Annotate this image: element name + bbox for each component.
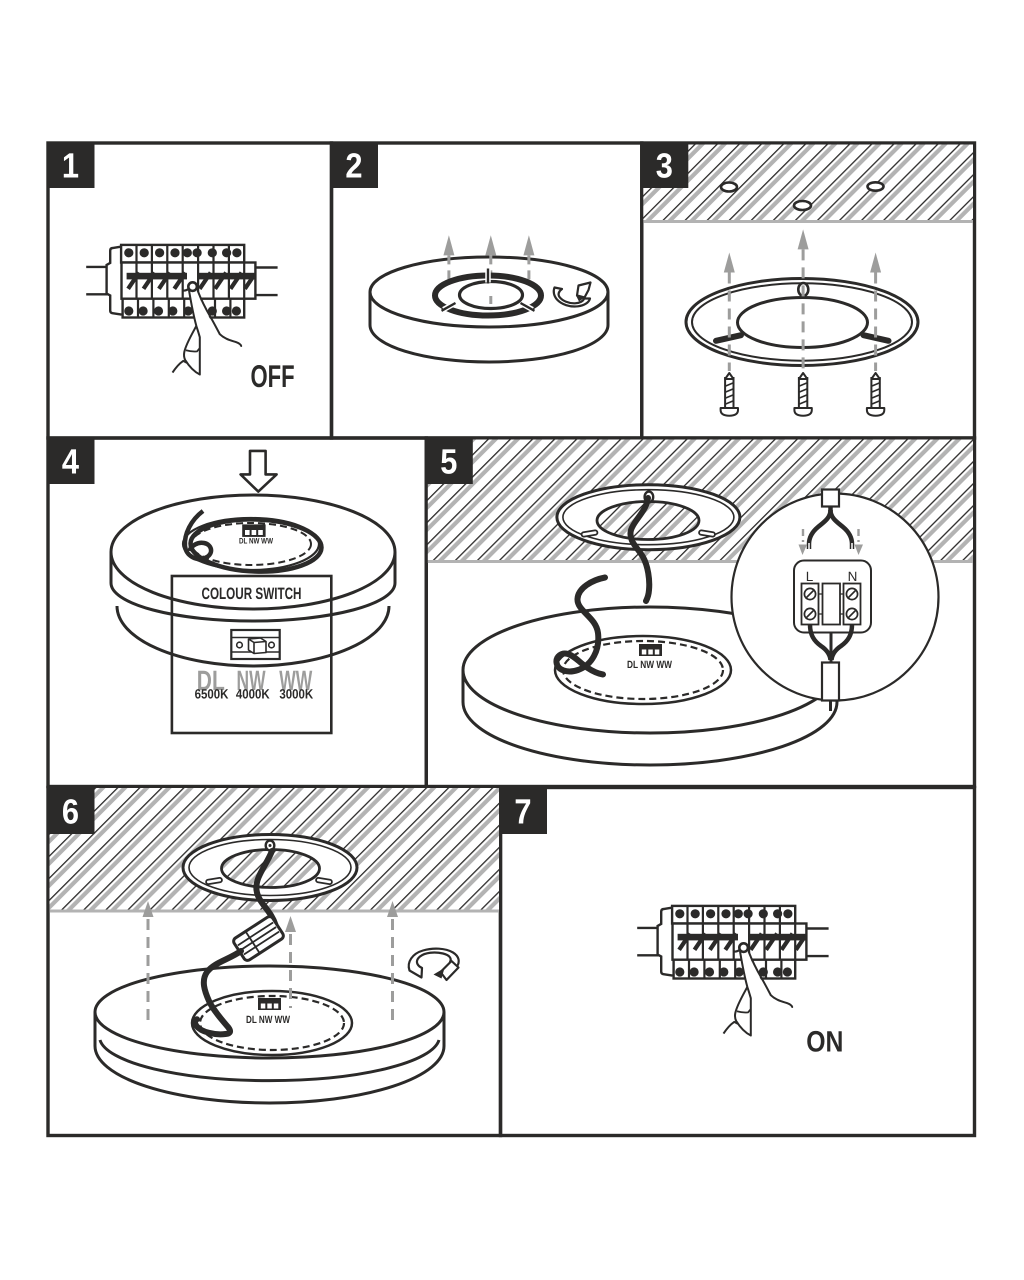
svg-text:6: 6 bbox=[62, 793, 79, 832]
svg-text:ON: ON bbox=[806, 1026, 843, 1059]
svg-text:7: 7 bbox=[514, 793, 531, 832]
svg-text:WW: WW bbox=[279, 665, 312, 696]
svg-text:4: 4 bbox=[62, 443, 80, 482]
svg-text:DL: DL bbox=[197, 665, 225, 696]
svg-text:NW: NW bbox=[237, 665, 266, 696]
svg-text:1: 1 bbox=[62, 147, 79, 186]
svg-text:DL NW WW: DL NW WW bbox=[246, 1014, 290, 1026]
svg-text:DL NW WW: DL NW WW bbox=[239, 537, 273, 546]
svg-text:L: L bbox=[806, 569, 814, 584]
svg-text:N: N bbox=[848, 569, 858, 584]
svg-text:3000K: 3000K bbox=[279, 687, 313, 702]
svg-text:COLOUR SWITCH: COLOUR SWITCH bbox=[202, 585, 302, 603]
svg-text:4000K: 4000K bbox=[236, 687, 270, 702]
svg-text:3: 3 bbox=[656, 147, 673, 186]
svg-text:5: 5 bbox=[440, 443, 457, 482]
svg-text:DL NW WW: DL NW WW bbox=[627, 659, 672, 671]
svg-text:OFF: OFF bbox=[250, 358, 294, 394]
svg-text:6500K: 6500K bbox=[195, 687, 229, 702]
svg-text:2: 2 bbox=[345, 147, 362, 186]
